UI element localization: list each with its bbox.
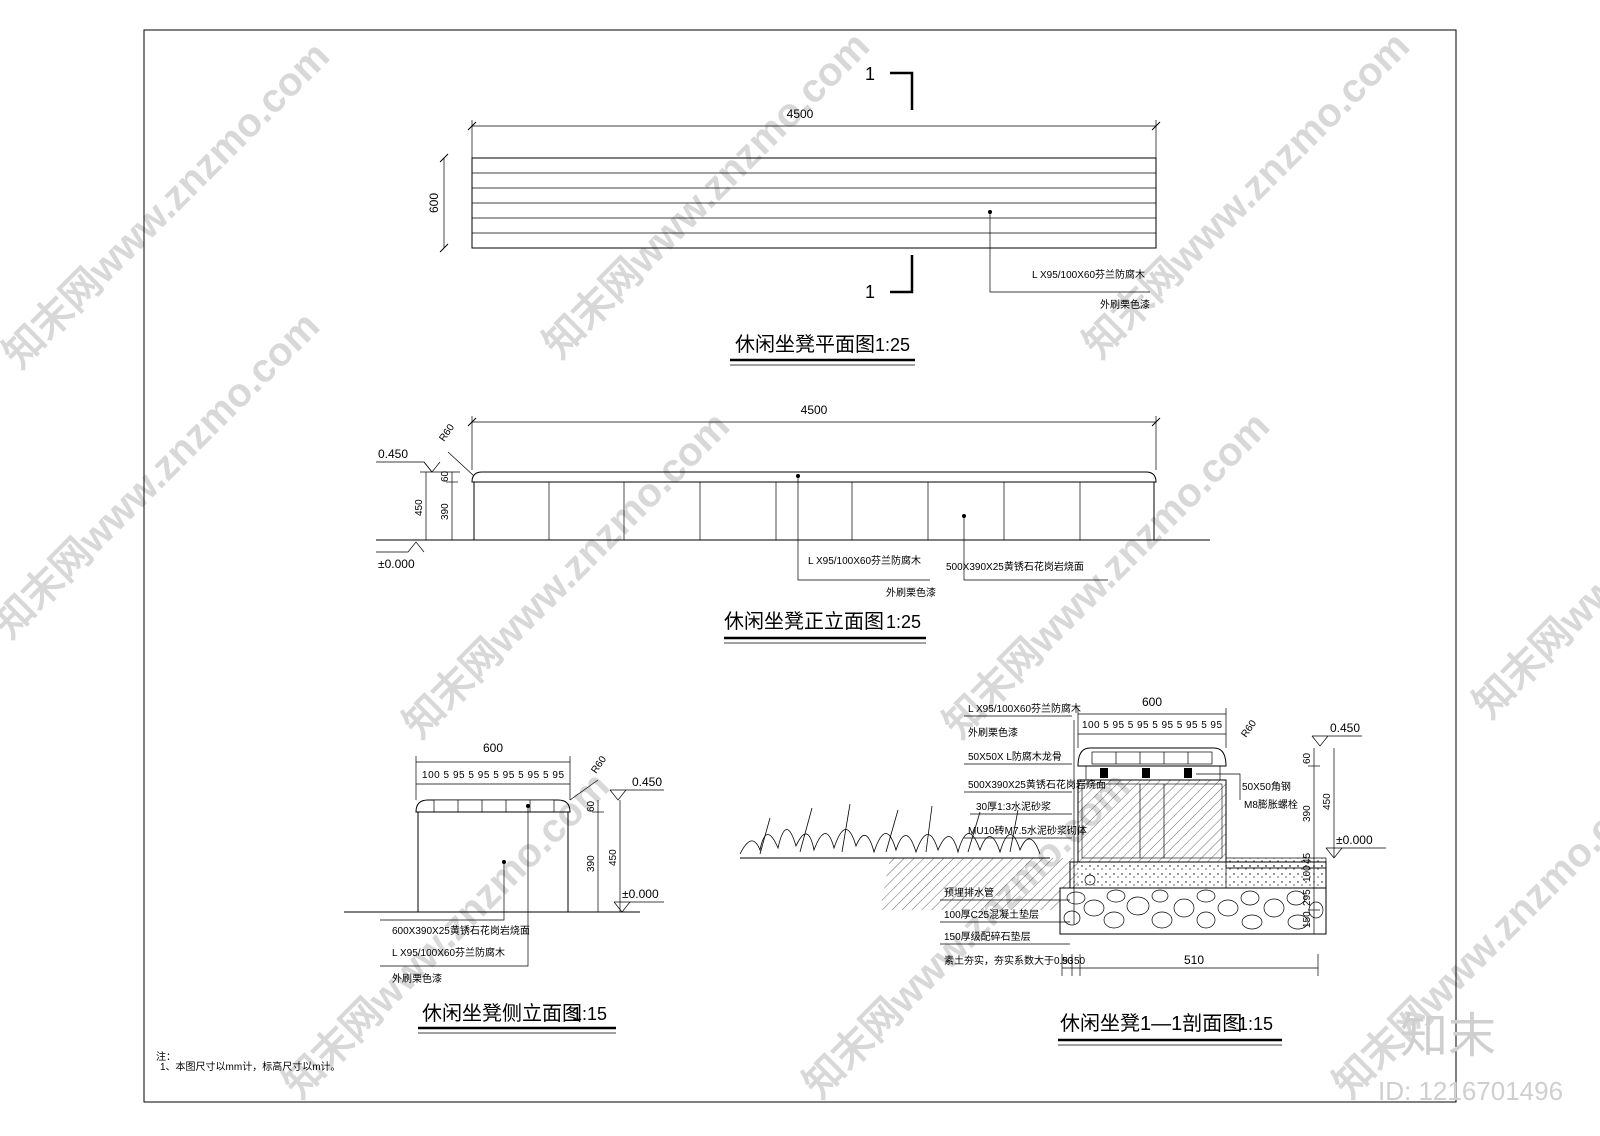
front-top-elev: 0.450 <box>378 447 408 461</box>
watermark-text: 知末网www.znzmo.com <box>935 404 1278 747</box>
side-radius: R60 <box>589 754 609 776</box>
watermark-text: 知末网www.znzmo.com <box>1075 24 1418 367</box>
side-title: 休闲坐凳侧立面图 <box>422 1002 582 1025</box>
section-concrete-pad <box>1069 861 1327 889</box>
sheet-border <box>143 29 1457 1103</box>
front-callout-stone: 500X390X25黄锈石花岗岩烧面 <box>946 560 1084 573</box>
section-vdim: 450 <box>1322 793 1333 810</box>
section-label: 150厚级配碎石垫层 <box>944 930 1031 943</box>
plan-title: 休闲坐凳平面图 <box>735 333 875 356</box>
section-vdim: 390 <box>1302 805 1313 822</box>
section-label: MU10砖M7.5水泥砂浆砌体 <box>968 824 1087 837</box>
section-label: 30厚1:3水泥砂浆 <box>976 800 1051 813</box>
front-dim-60: 60 <box>440 470 451 482</box>
section-vdim: 45 <box>1302 852 1313 864</box>
section-label: 预埋排水管 <box>944 886 994 899</box>
section-label: L X95/100X60芬兰防腐木 <box>968 702 1081 715</box>
brand-logo: 知末 <box>1400 1010 1496 1063</box>
front-radius: R60 <box>437 422 457 444</box>
side-dim-390: 390 <box>586 855 597 872</box>
section-bottom-dim: 50 <box>1074 956 1086 967</box>
section-vdim: 150 <box>1302 911 1313 928</box>
side-dim-450: 450 <box>608 849 619 866</box>
section-sub-dims: 100 5 95 5 95 5 95 5 95 5 95 <box>1082 720 1222 731</box>
section-vdim: 100 <box>1302 865 1313 882</box>
front-scale: 1:25 <box>886 612 921 632</box>
section-brick-body <box>1077 779 1227 863</box>
plan-callout-wood: L X95/100X60芬兰防腐木 <box>1032 268 1145 281</box>
section-right-label: M8膨胀螺栓 <box>1244 798 1298 811</box>
side-ground-elev: ±0.000 <box>622 887 659 901</box>
section-view: 600 100 5 95 5 95 5 95 5 95 5 95 R60 <box>739 695 1386 1046</box>
front-title: 休闲坐凳正立面图 <box>724 610 884 633</box>
watermark-text: 知末网www.znzmo.com <box>0 304 328 647</box>
section-scale: 1:15 <box>1238 1014 1273 1034</box>
plan-width-dim: 600 <box>427 193 441 213</box>
watermark-layer: 知末网www.znzmo.com 知末网www.znzmo.com 知末网www… <box>0 24 1600 1107</box>
section-vdim: 60 <box>1302 752 1313 764</box>
grass <box>739 803 1041 855</box>
section-width-dim: 600 <box>1142 695 1162 709</box>
plan-scale: 1:25 <box>875 335 910 355</box>
front-elevation: 4500 R60 0.450 ±0.000 450 60 390 L X95/1… <box>376 403 1210 644</box>
section-top-elev: 0.450 <box>1330 721 1360 735</box>
watermark-text: 知末网www.znzmo.com <box>535 24 878 367</box>
section-label: 素土夯实，夯实系数大于0.93 <box>944 954 1074 967</box>
section-ground-elev: ±0.000 <box>1336 833 1373 847</box>
front-dim-390: 390 <box>440 503 451 520</box>
side-callout-paint: 外刷栗色漆 <box>392 972 442 985</box>
section-right-label: 50X50角钢 <box>1242 780 1291 793</box>
side-dim-60: 60 <box>586 800 597 812</box>
plan-callout-paint: 外刷栗色漆 <box>1100 298 1150 311</box>
section-radius: R60 <box>1239 718 1259 740</box>
front-ground-elev: ±0.000 <box>378 557 415 571</box>
notes-heading: 注： <box>156 1050 176 1063</box>
section-bottom-dim: 50 <box>1062 956 1074 967</box>
section-mark-top: 1 <box>865 64 875 84</box>
notes-line: 1、本图尺寸以mm计，标高尺寸以m计。 <box>160 1060 341 1073</box>
plan-view: 4500 600 1 1 L X95/100X60芬兰防腐木 外刷栗色漆 休闲坐… <box>427 64 1161 366</box>
section-gravel-layer <box>1059 887 1327 935</box>
section-label: 500X390X25黄锈石花岗岩烧面 <box>968 778 1106 791</box>
side-width-dim: 600 <box>483 741 503 755</box>
side-scale: 1:15 <box>572 1004 607 1024</box>
image-id: ID: 1216701496 <box>1378 1076 1563 1106</box>
watermark-text: 知末网www.znzmo.com <box>395 404 738 747</box>
section-label: 50X50X L防腐木龙骨 <box>968 750 1062 763</box>
side-callout-wood: L X95/100X60芬兰防腐木 <box>392 946 505 959</box>
front-stone-body <box>473 481 1155 541</box>
side-callout-stone: 600X390X25黄锈石花岗岩烧面 <box>392 924 530 937</box>
side-wood-slats <box>433 799 555 813</box>
plan-length-dim: 4500 <box>787 107 814 121</box>
section-title: 休闲坐凳1—1剖面图 <box>1060 1012 1242 1035</box>
section-label: 100厚C25混凝土垫层 <box>944 908 1039 921</box>
section-bottom-dim: 510 <box>1184 953 1204 967</box>
watermark-text: 知末网www.znzmo.com <box>1465 384 1600 727</box>
front-callout-paint: 外刷栗色漆 <box>886 586 936 599</box>
front-callout-wood: L X95/100X60芬兰防腐木 <box>808 554 921 567</box>
section-label: 外刷栗色漆 <box>968 726 1018 739</box>
side-elevation: 600 100 5 95 5 95 5 95 5 95 5 95 R60 0.4… <box>344 741 664 1034</box>
side-top-elev: 0.450 <box>632 775 662 789</box>
section-mark-bottom: 1 <box>865 282 875 302</box>
front-dim-450: 450 <box>414 499 425 516</box>
side-sub-dims: 100 5 95 5 95 5 95 5 95 5 95 <box>422 770 564 781</box>
front-length-dim: 4500 <box>801 403 828 417</box>
section-vdim: 295 <box>1302 889 1313 906</box>
